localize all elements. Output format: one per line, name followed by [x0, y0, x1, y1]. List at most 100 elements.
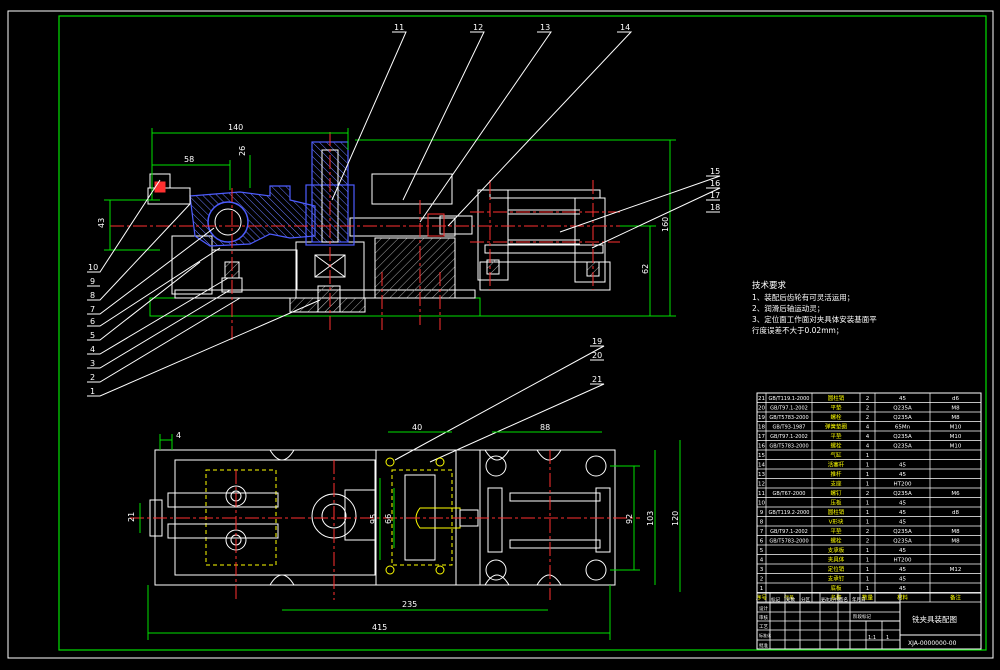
- balloon-3: 3: [90, 359, 95, 368]
- bom-cell-name: 圆柱销: [828, 508, 845, 516]
- bom-cell-remark: M6: [951, 491, 960, 497]
- dim-92: 92: [625, 514, 634, 524]
- dim-62: 62: [641, 264, 650, 274]
- bom-cell-no: 8: [760, 520, 764, 526]
- notes-line3: 3、定位面工作面对夹具体安装基面平: [752, 314, 877, 324]
- balloon-18: 18: [710, 203, 720, 212]
- bom-cell-remark: M8: [951, 415, 960, 421]
- outer-border: [7, 10, 994, 659]
- dim-66: 66: [384, 514, 393, 524]
- bom-cell-name: 活塞杆: [828, 461, 845, 469]
- drawing-number: XJA-0000000-00: [908, 640, 957, 647]
- col-label-sign: 签名: [839, 596, 848, 603]
- row-label-design: 设计: [759, 605, 768, 612]
- dim-21: 21: [127, 512, 136, 522]
- bom-cell-no: 5: [760, 548, 764, 554]
- bom-cell-remark: M8: [951, 406, 960, 412]
- bom-cell-material: 45: [899, 463, 906, 469]
- bom-cell-remark: M10: [950, 434, 962, 440]
- bom-cell-material: 45: [899, 472, 906, 478]
- dim-40: 40: [412, 423, 422, 432]
- row-label-standard: 标准化: [759, 632, 771, 638]
- balloon-11: 11: [394, 23, 404, 32]
- bom-cell-material: Q235A: [893, 415, 912, 421]
- bom-cell-qty: 1: [866, 577, 870, 583]
- balloon-14: 14: [620, 23, 630, 32]
- bom-cell-no: 3: [760, 567, 764, 573]
- bom-cell-material: 65Mn: [895, 425, 911, 431]
- plan-view: 4 40 88 21 95 66 92 103 120 235 415: [127, 423, 681, 640]
- bom-cell-qty: 1: [866, 463, 870, 469]
- notes-line4: 行度误差不大于0.02mm；: [752, 325, 843, 335]
- balloon-21: 21: [592, 375, 602, 384]
- bom-cell-no: 13: [758, 472, 765, 478]
- notes-line2: 2、润滑后轴运动灵；: [752, 303, 824, 313]
- bom-cell-name: 底板: [830, 584, 842, 592]
- balloon-12: 12: [473, 23, 483, 32]
- bom-cell-code: GB/T5783-2000: [769, 415, 808, 421]
- stage-label: 阶段标记: [853, 613, 871, 620]
- bom-cell-name: 螺栓: [830, 442, 842, 450]
- balloon-6: 6: [90, 317, 95, 326]
- bom-cell-no: 20: [758, 406, 765, 412]
- technical-notes: 技术要求 1、装配后齿轮有可灵活运用； 2、润滑后轴运动灵； 3、定位面工作面对…: [752, 280, 877, 335]
- bom-cell-name: 圆柱销: [828, 394, 845, 402]
- dim-26: 26: [238, 146, 247, 156]
- bom-cell-qty: 1: [866, 586, 870, 592]
- balloon-16: 16: [710, 179, 720, 188]
- notes-title: 技术要求: [752, 280, 787, 291]
- bom-cell-remark: d8: [952, 510, 959, 516]
- bom-cell-material: HT200: [894, 558, 912, 564]
- bom-cell-material: Q235A: [893, 491, 912, 497]
- bom-cell-name: 平垫: [830, 527, 842, 535]
- balloon-8: 8: [90, 291, 95, 300]
- balloon-2: 2: [90, 373, 95, 382]
- scale-value: 1:1: [868, 635, 876, 641]
- col-label-date: 年月日: [852, 596, 866, 603]
- notes-line1: 1、装配后齿轮有可灵活运用；: [752, 292, 854, 302]
- bom-cell-qty: 1: [866, 520, 870, 526]
- bom-header-material: 材料: [897, 594, 909, 602]
- bom-cell-no: 6: [760, 539, 764, 545]
- dim-95: 95: [369, 514, 378, 524]
- bom-cell-remark: M12: [950, 567, 962, 573]
- bom-cell-name: 压板: [830, 499, 842, 507]
- bom-cell-name: V形块: [829, 518, 844, 526]
- col-label-change: 更改文件号: [821, 596, 841, 602]
- bom-cell-qty: 2: [866, 415, 870, 421]
- bom-cell-material: Q235A: [893, 529, 912, 535]
- bom-cell-code: GB/T97.1-2002: [770, 406, 808, 412]
- balloon-5: 5: [90, 331, 95, 340]
- balloon-10: 10: [88, 263, 98, 272]
- bom-cell-qty: 4: [866, 425, 870, 431]
- bom-cell-name: 螺栓: [830, 537, 842, 545]
- bom-cell-qty: 2: [866, 406, 870, 412]
- bom-cell-material: Q235A: [893, 406, 912, 412]
- bom-header-code: 代号: [784, 595, 794, 602]
- bom-cell-material: 45: [899, 577, 906, 583]
- bom-cell-material: 45: [899, 396, 906, 402]
- bom-cell-name: 平垫: [830, 404, 842, 412]
- dim-58: 58: [184, 155, 194, 164]
- title-block: 标记 处数 分区 更改文件号 签名 年月日 设计 审核 工艺 标准化 批准 阶段…: [756, 592, 982, 650]
- bom-cell-material: 45: [899, 567, 906, 573]
- dim-415: 415: [372, 623, 387, 632]
- bom-cell-no: 4: [760, 558, 764, 564]
- bom-cell-name: 弹簧垫圈: [825, 423, 848, 431]
- leaders-top: [87, 31, 721, 463]
- drawing-name: 铣夹具装配图: [912, 614, 957, 624]
- clamp-blue: [189, 141, 355, 247]
- balloon-7: 7: [90, 305, 95, 314]
- bom-cell-remark: M10: [950, 425, 962, 431]
- bom-cell-qty: 1: [866, 510, 870, 516]
- balloon-4: 4: [90, 345, 95, 354]
- bom-cell-no: 17: [758, 434, 765, 440]
- bom-header-remark: 备注: [950, 594, 962, 602]
- bom-cell-code: GB/T5783-2000: [769, 539, 808, 545]
- bom-cell-name: 螺栓: [830, 413, 842, 421]
- bom-cell-no: 21: [758, 396, 765, 402]
- bom-cell-qty: 2: [866, 396, 870, 402]
- bom-cell-no: 11: [758, 491, 765, 497]
- bom-cell-qty: 1: [866, 501, 870, 507]
